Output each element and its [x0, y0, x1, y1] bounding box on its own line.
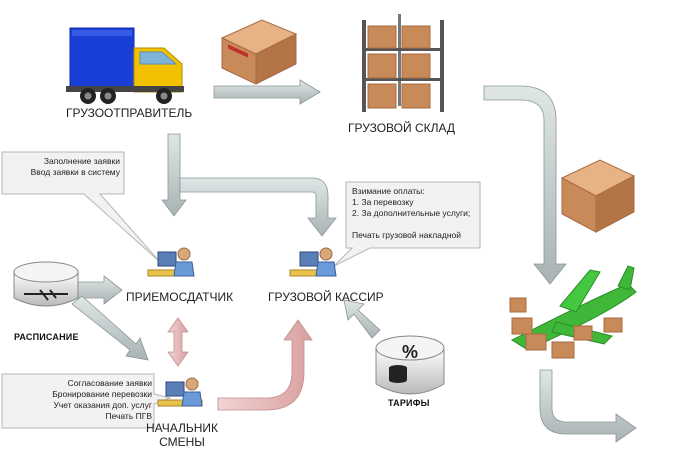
callout-payment-line-2: 1. За перевозку: [352, 197, 414, 207]
arrow-receiver-chief-bidirectional: [167, 317, 189, 367]
schedule-database-icon: [13, 261, 79, 307]
callout-payment-line-5: Печать грузовой накладной: [352, 230, 462, 240]
arrow-chief-to-cashier: [217, 319, 313, 411]
warehouse-rack-icon: [362, 14, 444, 112]
callout-payment: Взимание оплаты: 1. За перевозку 2. За д…: [352, 186, 478, 241]
schedule-label: РАСПИСАНИЕ: [14, 332, 79, 342]
shift-chief-label-line2: СМЕНЫ: [159, 435, 205, 449]
arrow-shipper-to-cashier: [179, 177, 337, 237]
callout-application: Заполнение заявки Ввод заявки в систему: [4, 156, 120, 178]
receiver-label: ПРИЕМОСДАТЧИК: [126, 290, 234, 304]
callout-shift-line-4: Печать ПГВ: [105, 411, 152, 421]
callout-shift-line-1: Согласование заявки: [67, 378, 152, 388]
arrow-plane-to-exit: [539, 369, 637, 443]
callout-payment-line-1: Взимание оплаты:: [352, 186, 425, 196]
warehouse-label: ГРУЗОВОЙ СКЛАД: [348, 121, 456, 135]
arrow-tariffs-to-cashier: [343, 299, 381, 339]
callout-payment-line-4: [352, 219, 478, 230]
truck-icon: [66, 27, 184, 104]
shift-chief-label-line1: НАЧАЛЬНИК: [145, 421, 219, 435]
arrow-warehouse-to-plane: [483, 85, 567, 285]
callout-shift-line-2: Бронирование перевозки: [52, 389, 152, 399]
airplane-cargo-icon: [509, 265, 637, 359]
callout-payment-line-3: 2. За дополнительные услуги;: [352, 208, 471, 218]
cashier-label: ГРУЗОВОЙ КАССИР: [268, 290, 384, 304]
callout-application-line-1: Заполнение заявки: [43, 156, 120, 166]
tariffs-database-icon: [375, 335, 445, 395]
shift-chief-workstation-icon: [157, 377, 203, 407]
arrow-truck-to-warehouse: [213, 79, 321, 105]
callout-payment-bubble: [333, 181, 481, 267]
tariffs-label: ТАРИФЫ: [388, 398, 430, 408]
callout-application-line-2: Ввод заявки в систему: [30, 167, 120, 177]
percent-icon: %: [402, 342, 419, 362]
cashier-workstation-icon: [289, 247, 337, 277]
arrow-shipper-to-receiver: [161, 133, 187, 217]
shipper-label: ГРУЗООТПРАВИТЕЛЬ: [66, 106, 193, 120]
receiver-workstation-icon: [147, 247, 195, 277]
callout-shift-tasks: Согласование заявки Бронирование перевоз…: [4, 378, 152, 422]
arrow-schedule-to-chief: [71, 295, 149, 361]
callout-application-bubble: [1, 151, 161, 263]
callout-shift-line-3: Учет оказания доп. услуг: [53, 400, 152, 410]
cargo-box-icon-2: [560, 159, 636, 233]
cargo-box-icon: [220, 19, 298, 85]
